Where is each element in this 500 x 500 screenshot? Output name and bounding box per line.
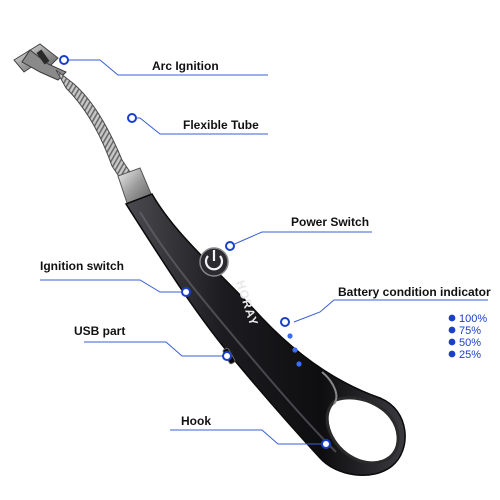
label-hook: Hook: [181, 414, 211, 428]
flexible-tube: [55, 69, 135, 185]
label-usb-part: USB part: [74, 324, 125, 338]
flexible-tube-dot: [127, 113, 137, 123]
legend-item-50: 50%: [448, 337, 481, 349]
legend-label-50: 50%: [459, 337, 481, 349]
legend-item-75: 75%: [448, 325, 481, 337]
legend-label-25: 25%: [459, 349, 481, 361]
legend-label-75: 75%: [459, 325, 481, 337]
hook-opening: [325, 396, 400, 465]
legend-dot-icon: [448, 314, 456, 322]
hook-dot: [321, 439, 331, 449]
label-power-switch: Power Switch: [291, 215, 369, 229]
label-arc-ignition: Arc Ignition: [152, 59, 219, 73]
battery-led-3: [292, 347, 298, 353]
legend-dot-icon: [448, 350, 456, 358]
legend-dot-icon: [448, 338, 456, 346]
power-switch-dot: [225, 241, 235, 251]
power-icon: [204, 255, 224, 271]
legend-label-100: 100%: [459, 313, 487, 325]
battery-led-2: [287, 333, 293, 339]
callout-dots: [59, 55, 331, 449]
arc-ignition-tip: [13, 43, 67, 81]
callout-lines: [40, 59, 488, 445]
battery-indicator-dot: [280, 317, 290, 327]
legend-item-100: 100%: [448, 313, 487, 325]
usb-part-dot: [222, 351, 232, 361]
legend-item-25: 25%: [448, 349, 481, 361]
ignition-switch-dot: [181, 287, 191, 297]
legend-dot-icon: [448, 326, 456, 334]
label-ignition-switch: Ignition switch: [40, 259, 124, 273]
battery-led-4: [296, 361, 302, 367]
power-switch-button[interactable]: [199, 247, 229, 277]
callout-labels: Arc Ignition Flexible Tube Power Switch …: [40, 59, 491, 428]
arc-ignition-dot: [59, 55, 69, 65]
battery-legend: 100% 75% 50% 25%: [448, 313, 487, 361]
label-battery-indicator: Battery condition indicator: [338, 285, 491, 299]
label-flexible-tube: Flexible Tube: [183, 118, 259, 132]
